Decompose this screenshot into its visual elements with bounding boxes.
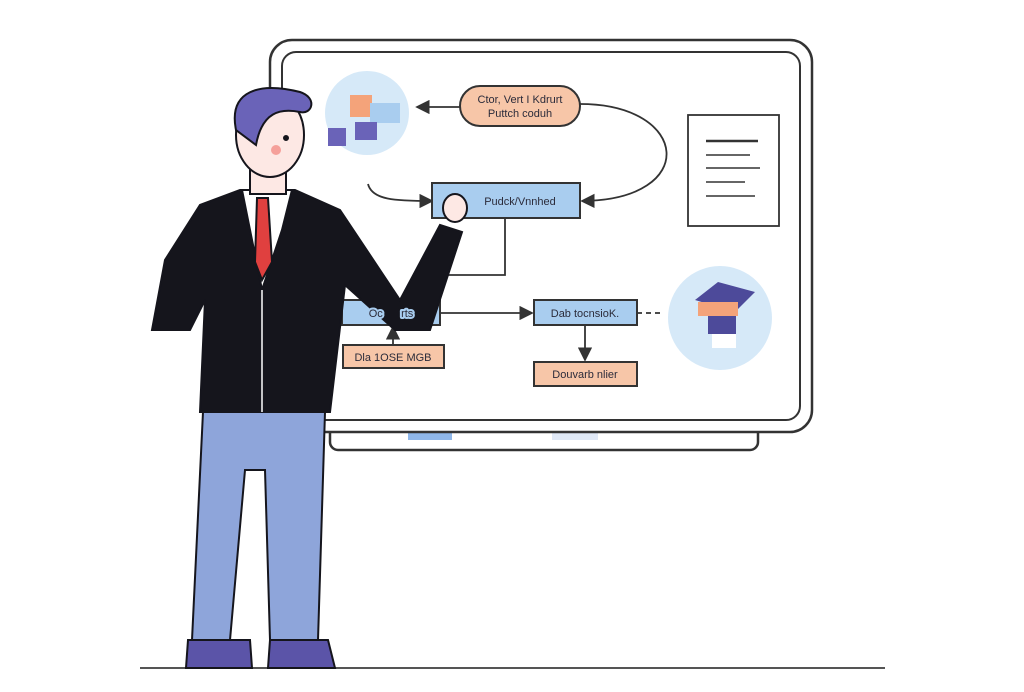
eraser (552, 433, 598, 440)
pill-line1: Ctor, Vert I Kdrurt (478, 94, 563, 106)
flow-node-left-process: Oc rts (369, 308, 414, 320)
flow-connectors (367, 99, 668, 362)
tie (253, 197, 274, 283)
right-output-label: Douvarb nlier (552, 369, 618, 381)
suit-jacket (150, 189, 464, 413)
image-circle-icon (325, 71, 409, 155)
right-shoe (266, 639, 337, 669)
flow-node-pill: Ctor, Vert I Kdrurt Puttch coduh (459, 85, 581, 127)
top-process-label: Pudck/Vnnhed (484, 196, 556, 208)
right-process-label: Dab tocnsioK. (551, 308, 619, 320)
presenter (150, 87, 468, 669)
graduation-cap-circle-icon (668, 266, 772, 370)
left-shoe (184, 639, 254, 669)
flow-node-right-output: Douvarb nlier (533, 361, 638, 387)
pill-line2: Puttch coduh (488, 108, 552, 120)
left-input-label: Dla 1OSE MGB (354, 352, 431, 364)
pants (190, 411, 327, 641)
hand (442, 193, 468, 223)
flow-node-left-input: Dla 1OSE MGB (342, 344, 445, 369)
hair (233, 87, 313, 147)
marker (408, 433, 452, 440)
flow-node-right-process: Dab tocnsioK. (533, 299, 638, 326)
document-icon (687, 114, 780, 227)
